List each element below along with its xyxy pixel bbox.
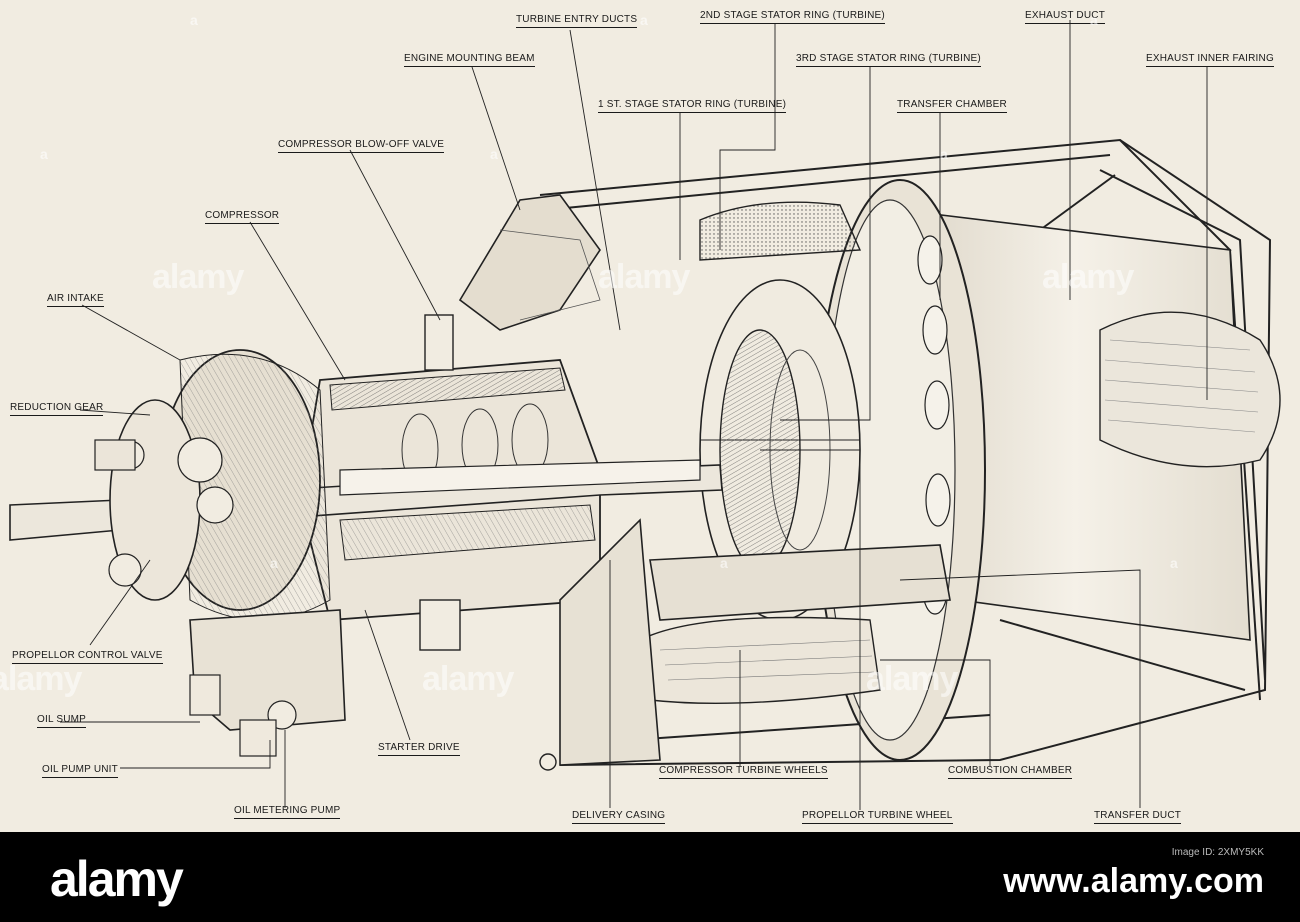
label-1st-stage-stator-ring: 1 ST. STAGE STATOR RING (TURBINE)	[598, 99, 787, 113]
footer-band: alamy Image ID: 2XMY5KK www.alamy.com	[0, 832, 1300, 922]
watermark-logo: alamy	[152, 258, 244, 296]
watermark-a-icon: a	[40, 146, 48, 162]
label-turbine-entry-ducts: TURBINE ENTRY DUCTS	[516, 14, 638, 28]
label-transfer-chamber: TRANSFER CHAMBER	[897, 99, 1007, 113]
label-starter-drive: STARTER DRIVE	[378, 742, 460, 756]
watermark-a-icon: a	[270, 555, 278, 571]
mounting-beam	[458, 194, 601, 331]
label-reduction-gear: REDUCTION GEAR	[10, 402, 104, 416]
label-2nd-stage-stator-ring: 2ND STAGE STATOR RING (TURBINE)	[700, 10, 885, 24]
label-combustion-chamber: COMBUSTION CHAMBER	[948, 765, 1073, 779]
label-exhaust-inner-fairing: EXHAUST INNER FAIRING	[1146, 53, 1274, 67]
label-delivery-casing: DELIVERY CASING	[572, 810, 666, 824]
label-exhaust-duct: EXHAUST DUCT	[1025, 10, 1106, 24]
watermark-logo: alamy	[422, 660, 514, 698]
engine-cutaway-drawing	[9, 20, 1281, 810]
reduction-gearbox	[94, 349, 331, 621]
watermark-logo: alamy	[598, 258, 690, 296]
watermark-a-icon: a	[940, 146, 948, 162]
label-propellor-control-valve: PROPELLOR CONTROL VALVE	[12, 650, 163, 664]
watermark-a-icon: a	[1090, 12, 1098, 28]
exhaust-inner-fairing-shape	[1099, 311, 1281, 468]
watermark-a-icon: a	[490, 146, 498, 162]
watermark-logo: alamy	[866, 660, 958, 698]
label-propellor-turbine-wheel: PROPELLOR TURBINE WHEEL	[802, 810, 953, 824]
watermark-logo: alamy	[1042, 258, 1134, 296]
label-oil-metering-pump: OIL METERING PUMP	[234, 805, 341, 819]
label-transfer-duct: TRANSFER DUCT	[1094, 810, 1182, 824]
footer-brand-logo: alamy	[50, 851, 184, 907]
watermark-a-icon: a	[640, 12, 648, 28]
label-compressor-blow-off-valve: COMPRESSOR BLOW-OFF VALVE	[278, 139, 445, 153]
combustion-chambers	[639, 201, 951, 705]
watermark-a-icon: a	[190, 12, 198, 28]
watermark-a-icon: a	[720, 555, 728, 571]
label-oil-pump-unit: OIL PUMP UNIT	[42, 764, 118, 778]
watermark-logo: alamy	[0, 660, 82, 698]
label-air-intake: AIR INTAKE	[47, 293, 104, 307]
leader-lines	[60, 20, 1208, 810]
footer-image-id: Image ID: 2XMY5KK	[1172, 846, 1264, 859]
footer-image-id-label: Image ID: 2XMY5KK	[1171, 847, 1264, 858]
footer-site-url: www.alamy.com	[1003, 862, 1264, 900]
diagram-sheet: TURBINE ENTRY DUCTS 2ND STAGE STATOR RIN…	[0, 0, 1300, 832]
label-3rd-stage-stator-ring: 3RD STAGE STATOR RING (TURBINE)	[796, 53, 981, 67]
label-engine-mounting-beam: ENGINE MOUNTING BEAM	[404, 53, 535, 67]
label-compressor-turbine-wheels: COMPRESSOR TURBINE WHEELS	[659, 765, 828, 779]
label-compressor: COMPRESSOR	[205, 210, 280, 224]
watermark-a-icon: a	[1170, 555, 1178, 571]
oil-sump-assembly	[189, 609, 346, 757]
label-oil-sump: OIL SUMP	[37, 714, 87, 728]
